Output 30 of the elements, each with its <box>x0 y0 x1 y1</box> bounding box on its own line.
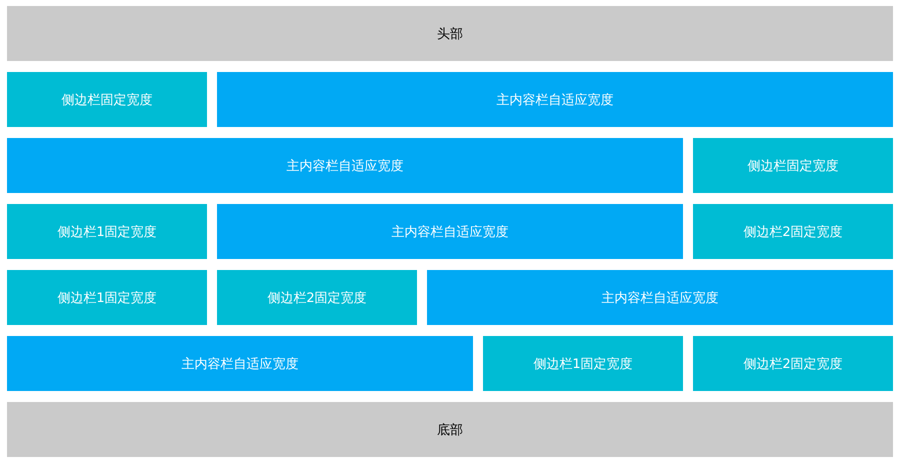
main-column-block <box>7 336 473 391</box>
block-label: 主内容栏自适应宽度 <box>496 92 614 108</box>
sidebar-block <box>217 270 417 325</box>
sidebar-block <box>7 270 207 325</box>
block-label: 侧边栏2固定宽度 <box>267 290 367 306</box>
block-label: 侧边栏2固定宽度 <box>743 224 843 240</box>
block-label: 侧边栏2固定宽度 <box>743 356 843 372</box>
block-label: 头部 <box>437 26 463 42</box>
block-label: 主内容栏自适应宽度 <box>182 356 298 372</box>
sidebar-block <box>693 138 893 193</box>
sidebar-block <box>7 204 207 259</box>
main-column-block <box>427 270 893 325</box>
block-label: 侧边栏1固定宽度 <box>57 290 157 306</box>
main-column-block <box>7 138 683 193</box>
main-column-block <box>217 204 683 259</box>
block-label: 底部 <box>437 422 463 438</box>
block-label: 侧边栏1固定宽度 <box>57 224 157 240</box>
footer-block <box>7 402 893 457</box>
sidebar-block <box>483 336 683 391</box>
block-label: 侧边栏1固定宽度 <box>533 356 633 372</box>
block-label: 主内容栏自适应宽度 <box>286 158 404 174</box>
sidebar-block <box>7 72 207 127</box>
main-column-block <box>217 72 893 127</box>
block-label: 主内容栏自适应宽度 <box>392 224 508 240</box>
block-label: 侧边栏固定宽度 <box>62 92 152 108</box>
block-label: 侧边栏固定宽度 <box>748 158 838 174</box>
sidebar-block <box>693 336 893 391</box>
header-block <box>7 6 893 61</box>
block-label: 主内容栏自适应宽度 <box>602 290 718 306</box>
sidebar-block <box>693 204 893 259</box>
